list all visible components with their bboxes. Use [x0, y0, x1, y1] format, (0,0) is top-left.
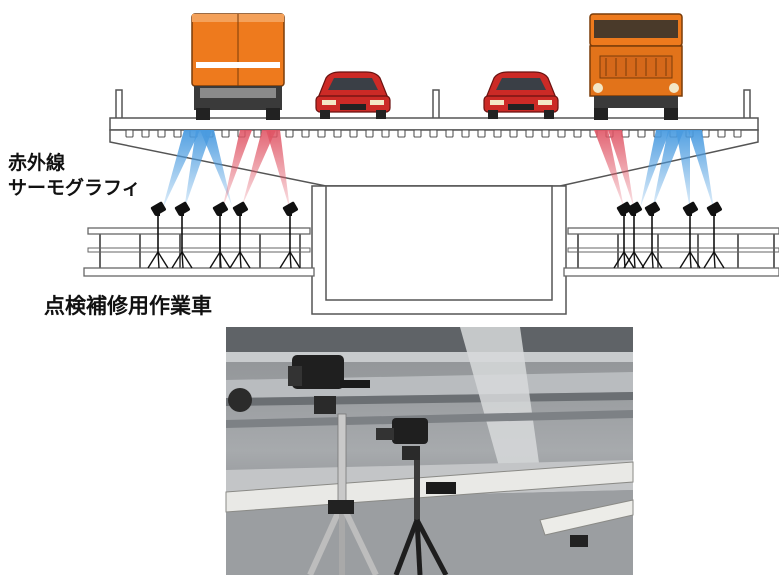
girder-rib: [141, 129, 150, 138]
tripod-icon: [703, 214, 725, 269]
girder-rib: [493, 129, 502, 138]
girder-rib: [349, 129, 358, 138]
girder-rib: [125, 129, 134, 138]
tripod-icon: [209, 214, 231, 269]
girder-rib: [557, 129, 566, 138]
girder-rib: [301, 129, 310, 138]
girder-rib: [429, 129, 438, 138]
girder-rib: [253, 129, 262, 138]
car-icon: [483, 71, 559, 119]
girder-rib: [381, 129, 390, 138]
girder-rib: [573, 129, 582, 138]
girder-rib: [221, 129, 230, 138]
infrared-label-line2: サーモグラフィ: [8, 177, 141, 199]
tripod-icon: [307, 413, 379, 575]
girder-rib: [461, 129, 470, 138]
girder-rib: [477, 129, 486, 138]
tripod-icon: [229, 214, 251, 269]
girder-rib: [541, 129, 550, 138]
girder-rib: [525, 129, 534, 138]
girder-rib: [317, 129, 326, 138]
truck-right: [589, 13, 683, 120]
girder-rib: [701, 129, 710, 138]
bridge-deck: [109, 89, 759, 315]
girder-rib: [397, 129, 406, 138]
inspection-platform-left: [83, 227, 315, 277]
girder-rib: [413, 129, 422, 138]
tripod-icon: [613, 214, 635, 269]
girder-rib: [717, 129, 726, 138]
tripod-icon: [279, 214, 301, 269]
car-right: [483, 71, 559, 119]
girder-rib: [637, 129, 646, 138]
car-icon: [315, 71, 391, 119]
tripod-icon: [171, 214, 193, 269]
inspection-platform-right: [563, 227, 779, 277]
camera-icon: [288, 355, 370, 414]
girder-rib: [509, 129, 518, 138]
tripod-icon: [641, 214, 663, 269]
girder-rib: [445, 129, 454, 138]
infrared-beams: [162, 130, 714, 210]
girder-rib: [173, 129, 182, 138]
truck-icon: [191, 13, 285, 120]
girder-rib: [621, 129, 630, 138]
girder-rib: [365, 129, 374, 138]
car-left: [315, 71, 391, 119]
tripod-icon: [393, 460, 456, 575]
girder-rib: [733, 129, 742, 138]
tripod-icon: [679, 214, 701, 269]
inspection-vehicle-label: 点検補修用作業車: [44, 294, 212, 318]
girder-rib: [333, 129, 342, 138]
infrared-label-line1: 赤外線: [8, 152, 66, 174]
tripod-icon: [623, 214, 645, 269]
girder-rib: [157, 129, 166, 138]
tripod-icon: [147, 214, 169, 269]
camera-icon: [376, 418, 428, 460]
truck-left: [191, 13, 285, 120]
truck-icon: [589, 13, 683, 120]
thermal-cameras: [147, 201, 725, 269]
site-photo: [225, 327, 634, 575]
girder-rib: [285, 129, 294, 138]
